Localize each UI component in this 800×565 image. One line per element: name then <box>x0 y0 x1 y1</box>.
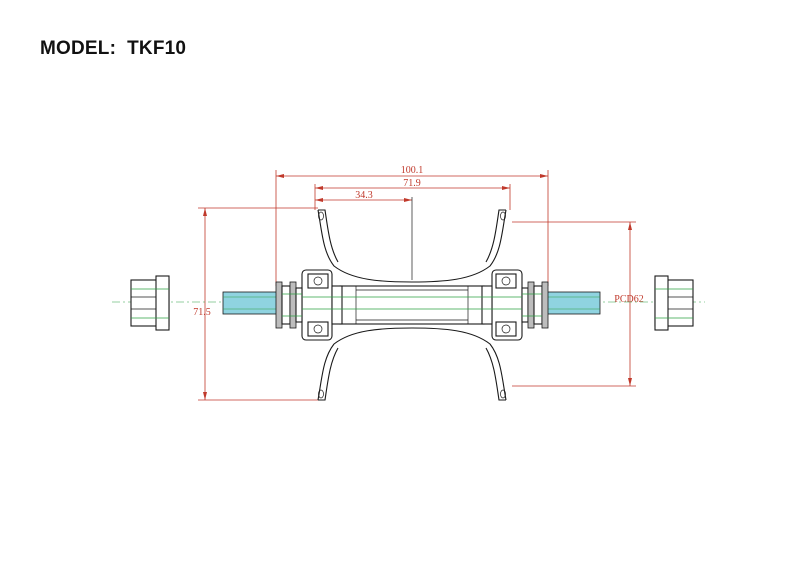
pcd-label: PCD62 <box>614 294 643 305</box>
overall-width-label: 100.1 <box>401 165 424 176</box>
left-axle-nut <box>130 275 170 331</box>
hidden-axle-lines <box>302 296 522 310</box>
model-title: MODEL: TKF10 <box>40 38 186 60</box>
model-label: MODEL: <box>40 38 117 59</box>
left-locknut-stack <box>275 281 303 329</box>
model-name: TKF10 <box>127 38 187 59</box>
right-locknut-stack <box>521 281 549 329</box>
right-axle-nut <box>654 275 694 331</box>
flange-spacing-label: 71.9 <box>403 178 421 189</box>
dimension-lines <box>198 170 636 401</box>
center-to-flange-label: 34.3 <box>355 190 373 201</box>
flange-height-label: 71.5 <box>193 307 211 318</box>
